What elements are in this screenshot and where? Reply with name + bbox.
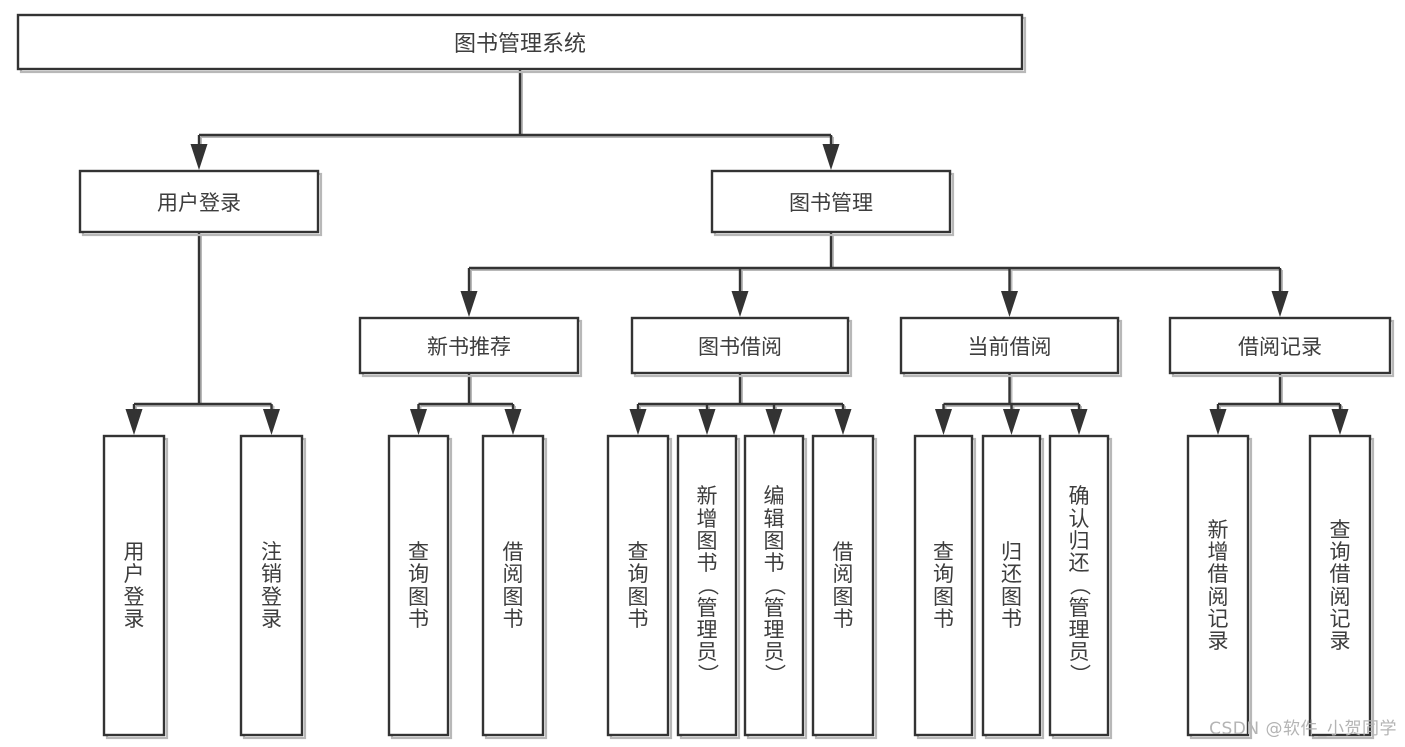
node-box-l-add-book[interactable] [676, 434, 738, 737]
connector-group-n-user-login [125, 232, 280, 435]
arrowhead-icon [698, 409, 716, 435]
node-box-n-current[interactable] [899, 316, 1120, 375]
node-box-l-borrow-book-2[interactable] [811, 434, 875, 737]
arrowhead-icon [765, 409, 783, 435]
node-box-root[interactable] [16, 13, 1024, 71]
arrowhead-icon [1271, 291, 1289, 317]
node-box-l-user-login[interactable] [102, 434, 166, 737]
arrowhead-icon [822, 144, 840, 170]
arrowhead-icon [834, 409, 852, 435]
node-box-l-user-logout[interactable] [239, 434, 304, 737]
node-box-n-book-mgmt[interactable] [710, 169, 952, 234]
node-box-l-query-record[interactable] [1308, 434, 1372, 737]
node-box-n-record[interactable] [1168, 316, 1392, 375]
arrowhead-icon [1070, 409, 1088, 435]
arrowhead-icon [190, 144, 208, 170]
node-box-l-return-book[interactable] [981, 434, 1042, 737]
connector-group-n-record [1209, 373, 1349, 435]
node-box-n-borrow[interactable] [630, 316, 850, 375]
node-box-n-new-rec[interactable] [358, 316, 580, 375]
connector-group-root [190, 69, 840, 170]
arrowhead-icon [1003, 409, 1020, 435]
arrowhead-icon [410, 409, 427, 435]
arrowhead-icon [125, 409, 143, 435]
node-box-n-user-login[interactable] [78, 169, 320, 234]
connector-group-n-current [935, 373, 1088, 435]
node-box-l-query-book-2[interactable] [606, 434, 670, 737]
arrowhead-icon [460, 291, 478, 317]
node-box-l-query-book-1[interactable] [387, 434, 450, 737]
connector-group-n-borrow [629, 373, 852, 435]
arrowhead-icon [1001, 291, 1018, 317]
node-box-l-confirm-return[interactable] [1048, 434, 1110, 737]
connector-group-n-new-rec [410, 373, 522, 435]
node-box-l-query-book-3[interactable] [913, 434, 974, 737]
arrowhead-icon [504, 409, 522, 435]
node-box-layer [16, 13, 1395, 740]
connector-layer [125, 69, 1349, 435]
arrowhead-icon [1331, 409, 1349, 435]
node-box-l-borrow-book-1[interactable] [481, 434, 545, 737]
node-box-l-add-record[interactable] [1186, 434, 1250, 737]
arrowhead-icon [263, 409, 280, 435]
node-box-l-edit-book[interactable] [743, 434, 805, 737]
arrowhead-icon [629, 409, 647, 435]
arrowhead-icon [935, 409, 952, 435]
arrowhead-icon [1209, 409, 1227, 435]
arrowhead-icon [731, 291, 749, 317]
connector-group-n-book-mgmt [460, 232, 1289, 317]
